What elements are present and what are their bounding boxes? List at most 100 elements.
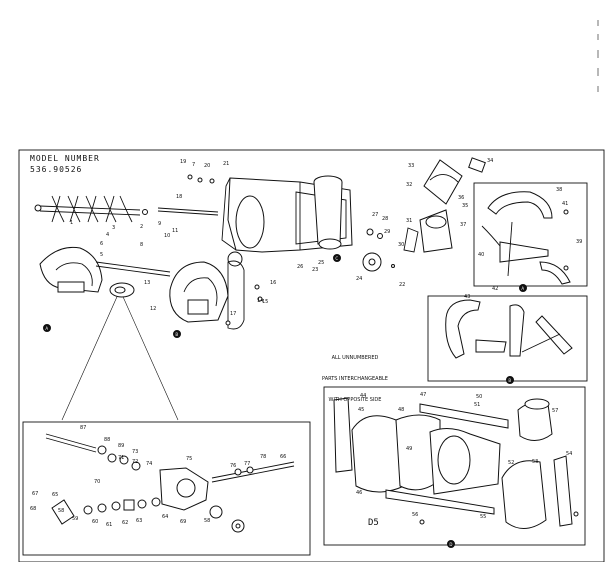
note-line-3: WITH OPPOSITE SIDE [328,397,382,403]
part-number-inset-d-2: 46 [356,490,362,496]
part-number-detail-13: 67 [32,491,38,497]
part-number-detail-4: 70 [94,479,100,485]
part-number-detail-17: 59 [72,516,78,522]
part-number-top-5: 1 [70,220,73,226]
part-number-top-34: 35 [462,203,468,209]
discharge-chute-base [313,175,343,250]
part-number-top-10: 5 [100,252,103,258]
part-number-inset-d-0: 44 [360,393,366,399]
part-number-top-36: 37 [460,222,466,228]
callout-markers [43,254,527,548]
part-number-inset-d-6: 50 [476,394,482,400]
part-number-detail-19: 61 [106,522,112,528]
part-number-top-2: 20 [204,163,210,169]
part-number-top-37: 38 [556,187,562,193]
callout-letter-5: D [449,542,452,547]
part-number-detail-22: 64 [162,514,168,520]
part-number-top-8: 4 [106,232,109,238]
part-number-inset-d-12: 56 [412,512,418,518]
part-number-detail-15: 68 [30,506,36,512]
part-number-inset-d-11: 55 [480,514,486,520]
diagram-code: D5 [368,518,379,528]
part-number-top-41: 42 [492,286,498,292]
part-number-top-40: 41 [562,201,568,207]
part-number-detail-21: 63 [136,518,142,524]
part-number-top-35: 36 [458,195,464,201]
part-number-detail-3: 73 [132,449,138,455]
part-number-inset-d-13: 57 [552,408,558,414]
inset-box-a [473,182,588,287]
part-number-inset-d-3: 47 [420,392,426,398]
part-number-detail-10: 77 [244,461,250,467]
part-number-top-13: 10 [164,233,170,239]
part-number-detail-12: 66 [280,454,286,460]
auger-assembly [34,195,148,223]
part-number-top-30: 31 [406,218,412,224]
part-number-top-16: 13 [144,280,150,286]
part-number-top-32: 33 [408,163,414,169]
part-number-detail-2: 89 [118,443,124,449]
inset-d-parts [333,397,579,529]
callout-letter-3: A [521,286,524,291]
part-number-top-12: 8 [140,242,143,248]
part-number-top-3: 21 [223,161,229,167]
part-number-top-23: 24 [356,276,362,282]
part-number-detail-8: 75 [186,456,192,462]
outer-frame [18,149,605,562]
part-number-top-31: 32 [406,182,412,188]
model-number-label: MODEL NUMBER [30,154,100,163]
shaft-assembly [95,261,171,298]
callout-letter-0: A [45,326,48,331]
part-number-top-33: 34 [487,158,493,164]
part-number-top-4: 18 [176,194,182,200]
part-number-top-29: 30 [398,242,404,248]
part-number-top-19: 16 [270,280,276,286]
detail-box [22,421,311,556]
part-number-inset-d-8: 52 [508,460,514,466]
callout-letter-4: B [508,378,511,383]
note-line-1: ALL UNNUMBERED [331,355,379,361]
part-number-top-14: 11 [172,228,178,234]
part-number-detail-6: 72 [132,459,138,465]
part-number-top-1: 7 [192,162,195,168]
part-number-detail-1: 88 [104,437,110,443]
part-number-detail-14: 65 [52,492,58,498]
part-number-top-24: 25 [318,260,324,266]
part-number-top-26: 27 [372,212,378,218]
part-number-top-15: 12 [150,306,156,312]
note-line-2: PARTS INTERCHANGEABLE [322,376,388,382]
part-number-detail-7: 74 [146,461,152,467]
part-number-top-39: 40 [478,252,484,258]
part-number-inset-d-1: 45 [358,407,364,413]
part-number-top-11: 9 [158,221,161,227]
inset-a-parts [481,191,571,285]
detail-parts [45,433,295,533]
part-number-top-17: 14 [257,298,263,304]
part-number-top-42: 43 [464,294,470,300]
part-number-top-6: 2 [140,224,143,230]
part-number-inset-d-7: 51 [474,402,480,408]
part-number-detail-11: 78 [260,454,266,460]
part-number-top-20: 17 [230,311,236,317]
model-number-value: 536.90526 [30,165,83,174]
part-number-detail-23: 69 [180,519,186,525]
part-number-detail-0: 87 [80,425,86,431]
part-number-top-38: 39 [576,239,582,245]
part-number-inset-d-9: 53 [532,459,538,465]
part-number-top-9: 6 [100,241,103,247]
part-number-top-27: 28 [382,216,388,222]
part-number-top-25: 26 [297,264,303,270]
part-number-top-0: 19 [180,159,186,165]
part-number-inset-d-4: 48 [398,407,404,413]
part-number-top-7: 3 [112,225,115,231]
part-number-top-22: 23 [312,267,318,273]
part-number-detail-5: 71 [118,455,124,461]
part-number-inset-d-10: 54 [566,451,572,457]
part-number-detail-20: 62 [122,520,128,526]
part-number-detail-24: 58 [204,518,210,524]
part-number-top-21: 22 [399,282,405,288]
part-number-inset-d-5: 49 [406,446,412,452]
